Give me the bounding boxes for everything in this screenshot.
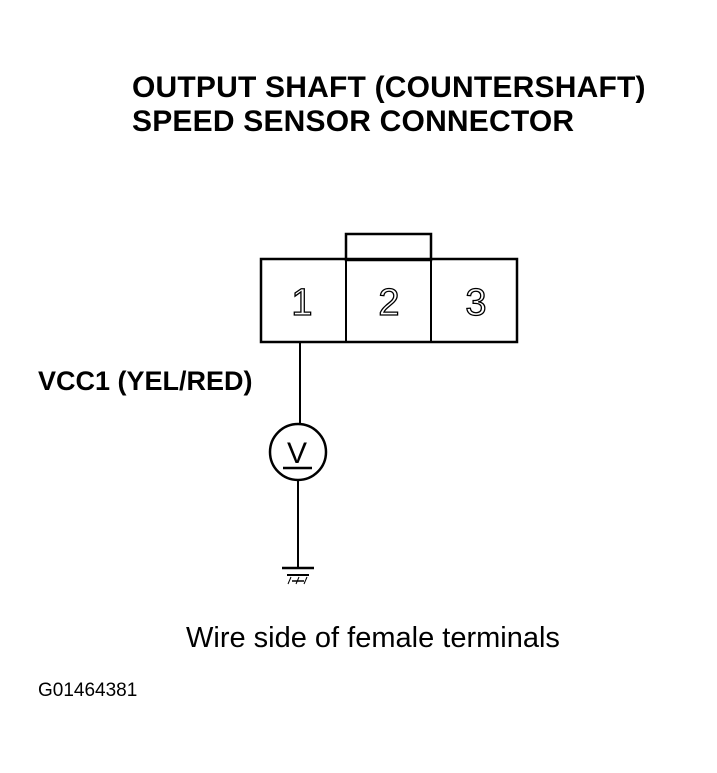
wire-color-label: VCC1 (YEL/RED) <box>38 366 253 396</box>
connector-body <box>259 257 519 344</box>
diagram-title-line-1: OUTPUT SHAFT (COUNTERSHAFT) <box>132 71 646 104</box>
diagram-title-line-2: SPEED SENSOR CONNECTOR <box>132 105 575 138</box>
pin-2-label: 2 <box>378 282 399 324</box>
diagram-caption: Wire side of female terminals <box>186 622 560 654</box>
pin-3-label: 3 <box>465 282 486 324</box>
voltmeter-icon: V <box>268 422 328 482</box>
ground-symbol-icon <box>282 566 314 585</box>
connector-lock-tab <box>344 232 433 262</box>
voltmeter-symbol: V <box>287 437 307 470</box>
figure-id: G01464381 <box>38 680 138 701</box>
pin-1-label: 1 <box>291 282 312 324</box>
